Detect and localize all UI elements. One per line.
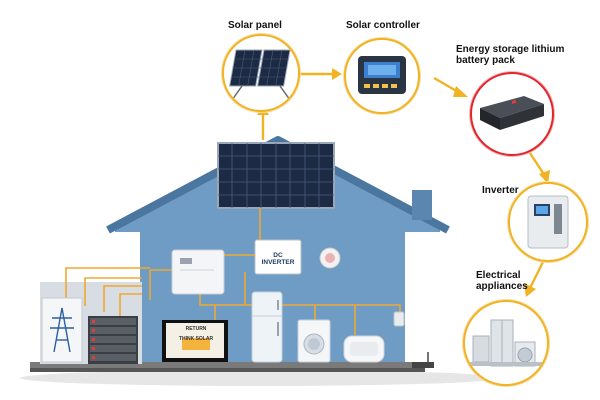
battery-rack [88, 316, 138, 364]
television [162, 320, 228, 362]
house-wiring [65, 208, 401, 335]
solar-panel-label: Solar panel [228, 20, 282, 31]
house-floor-edge [30, 368, 425, 372]
appliances-label-line2: appliances [476, 281, 528, 292]
house-chimney [412, 190, 432, 220]
battery-pack-circle [470, 72, 554, 156]
hybrid-inverter-box [171, 249, 225, 295]
house-floor [30, 362, 425, 371]
appliances-label: Electrical appliances [476, 270, 528, 292]
tv-text-line2: THINK SOLAR [178, 336, 214, 342]
wall-lamp [393, 311, 405, 327]
battery-pack-label-line1: Energy storage lithium [456, 44, 565, 55]
armchair [343, 335, 385, 363]
solar-controller-circle [344, 38, 420, 114]
tv-text-line1: RETURN [185, 326, 207, 332]
refrigerator [251, 291, 283, 363]
house-roof [106, 136, 450, 234]
dc-inverter-box [254, 239, 302, 275]
ground-shadow [20, 370, 500, 386]
roof-solar-panel [217, 142, 335, 209]
washing-machine [297, 319, 331, 363]
battery-pack-label: Energy storage lithium battery pack [456, 44, 564, 66]
wifi-router [412, 352, 434, 368]
tv-text: RETURN THINK SOLAR [170, 326, 222, 342]
wall-meter [319, 247, 341, 269]
inverter-circle [508, 182, 588, 262]
appliances-label-line1: Electrical [476, 270, 521, 281]
flow-arrows [257, 68, 550, 297]
solar-panel-circle [222, 34, 300, 112]
inverter-label: Inverter [482, 185, 519, 196]
battery-pack-label-line2: battery pack [456, 55, 515, 66]
dc-inverter-label: DC INVERTER [261, 252, 295, 266]
utility-pylon-panel [41, 297, 83, 363]
solar-controller-label: Solar controller [346, 20, 420, 31]
appliances-circle [463, 300, 549, 386]
